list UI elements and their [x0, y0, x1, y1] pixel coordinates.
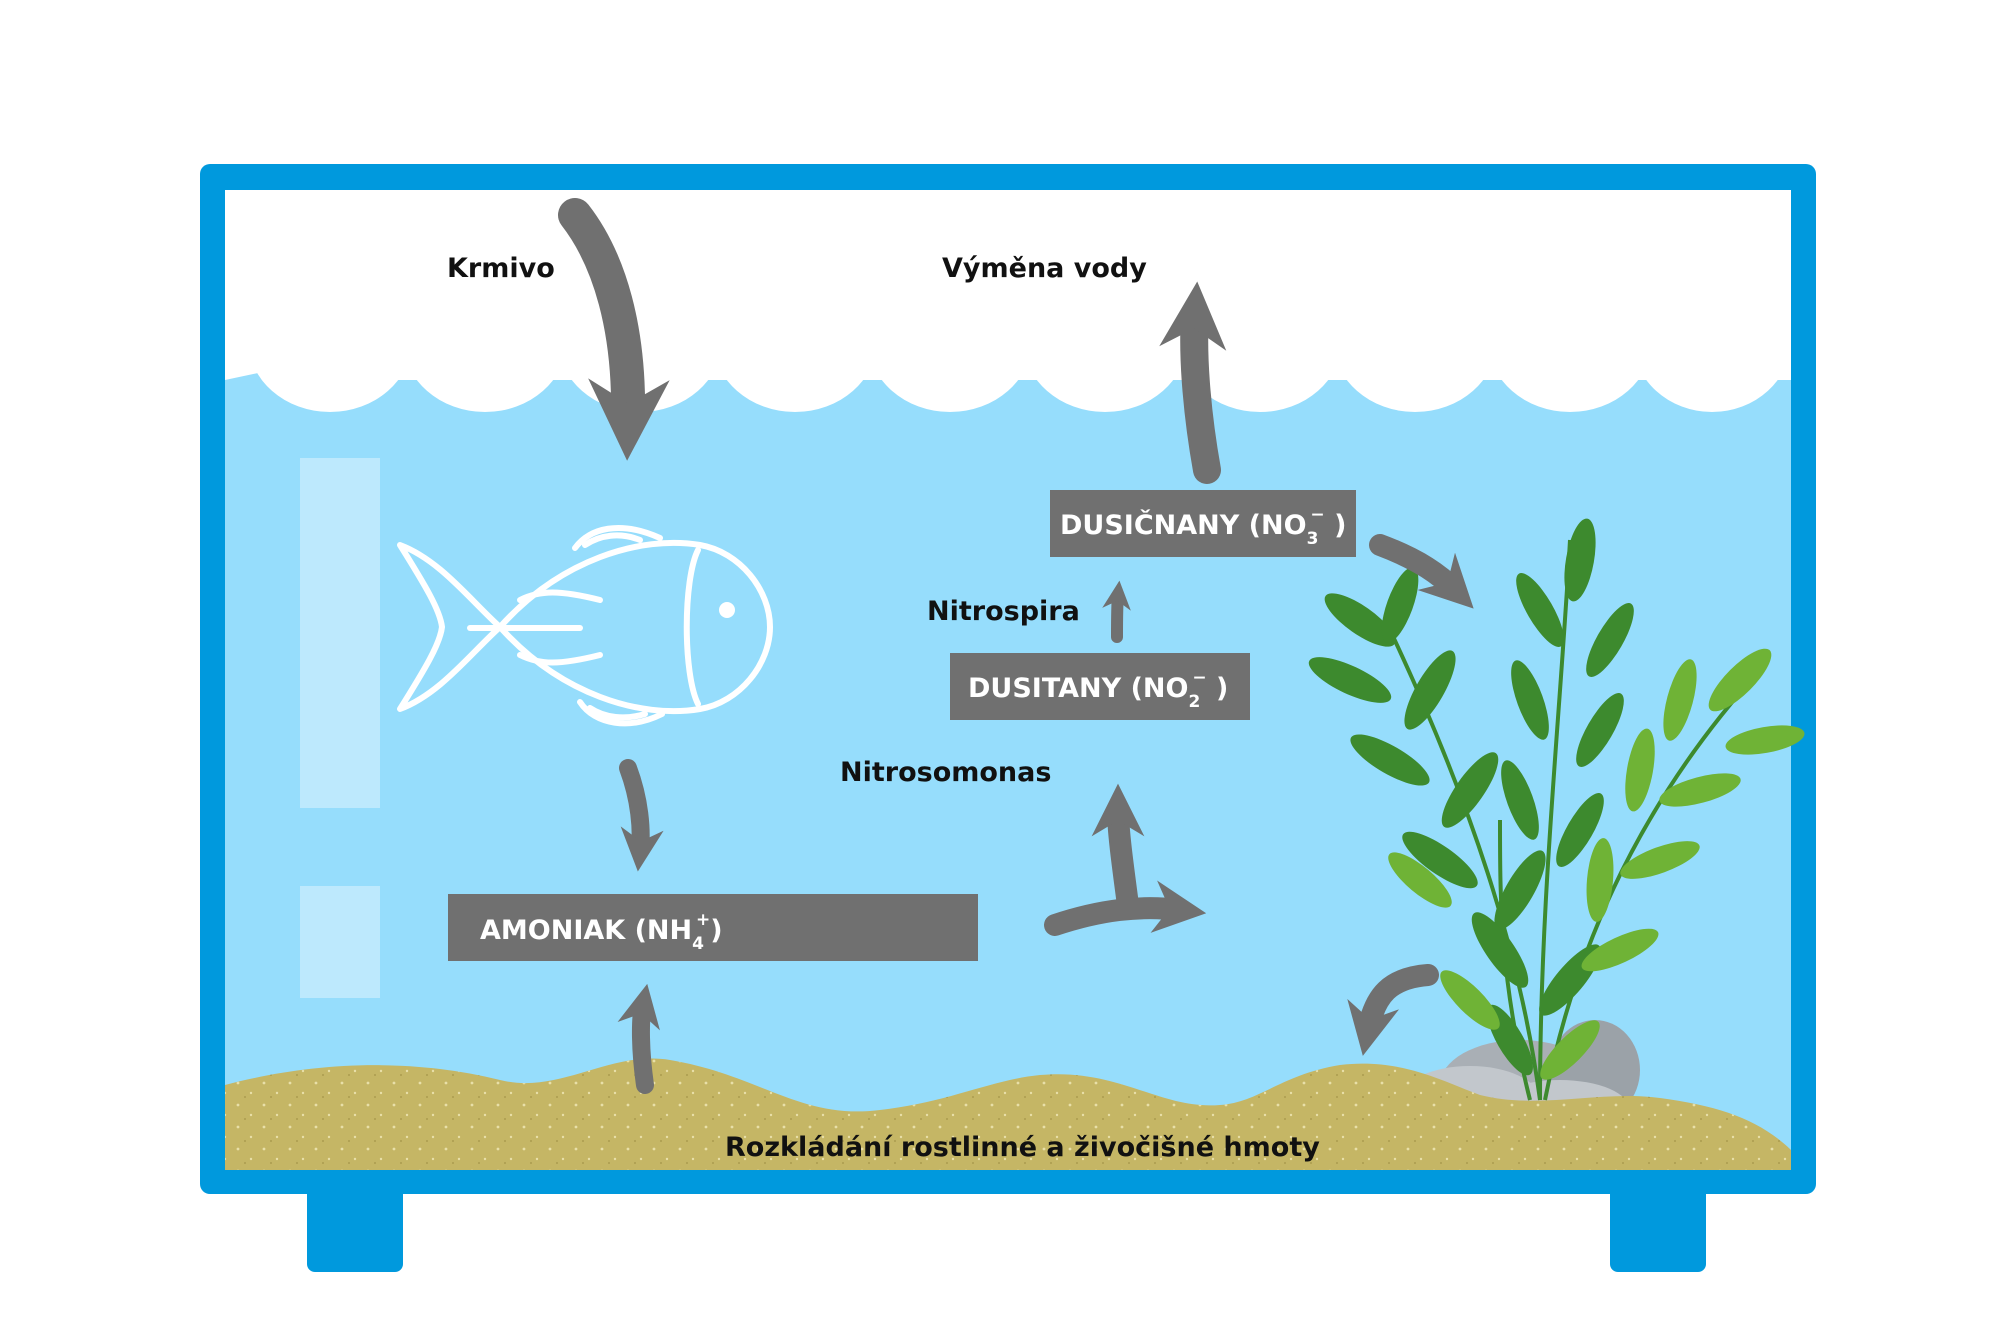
nitrite-box: DUSITANY (NO2− ) — [950, 653, 1250, 720]
arrow-feed-to-fish — [558, 198, 670, 461]
arrow-ammonia-to-plant — [1044, 880, 1207, 936]
label-decomposition: Rozkládání rostlinné a živočišné hmoty — [725, 1132, 1320, 1163]
svg-text:DUSIČNANY (NO3− ): DUSIČNANY (NO3− ) — [1060, 505, 1346, 549]
arrow-plant-to-decomposition — [1347, 964, 1439, 1056]
svg-text:DUSITANY (NO2− ): DUSITANY (NO2− ) — [968, 668, 1228, 712]
fish-icon — [397, 524, 773, 727]
arrow-ammonia-to-nitrite — [1091, 783, 1145, 916]
aquarium-leg-right — [1610, 1180, 1706, 1272]
arrow-nitrite-to-nitrate — [1102, 580, 1131, 643]
ammonia-box: AMONIAK (NH4+) — [448, 894, 978, 961]
aquarium-leg-left — [307, 1180, 403, 1272]
water-surface-waves — [225, 190, 1791, 412]
glass-reflection-short — [300, 886, 380, 998]
svg-text:AMONIAK (NH4+): AMONIAK (NH4+) — [480, 910, 723, 954]
label-nitrosomonas: Nitrosomonas — [840, 757, 1051, 788]
label-water-change: Výměna vody — [942, 253, 1147, 284]
arrow-nitrate-to-plant — [1369, 534, 1474, 609]
plant-icon — [1308, 518, 1805, 1101]
label-feed: Krmivo — [447, 253, 555, 284]
nitrate-box: DUSIČNANY (NO3− ) — [1050, 490, 1356, 557]
label-nitrospira: Nitrospira — [927, 596, 1080, 627]
arrow-nitrate-to-water-change — [1159, 281, 1227, 484]
glass-reflection-long — [300, 458, 380, 808]
arrow-fish-to-ammonia — [619, 759, 664, 872]
arrow-decomposition-to-ammonia — [617, 983, 660, 1094]
